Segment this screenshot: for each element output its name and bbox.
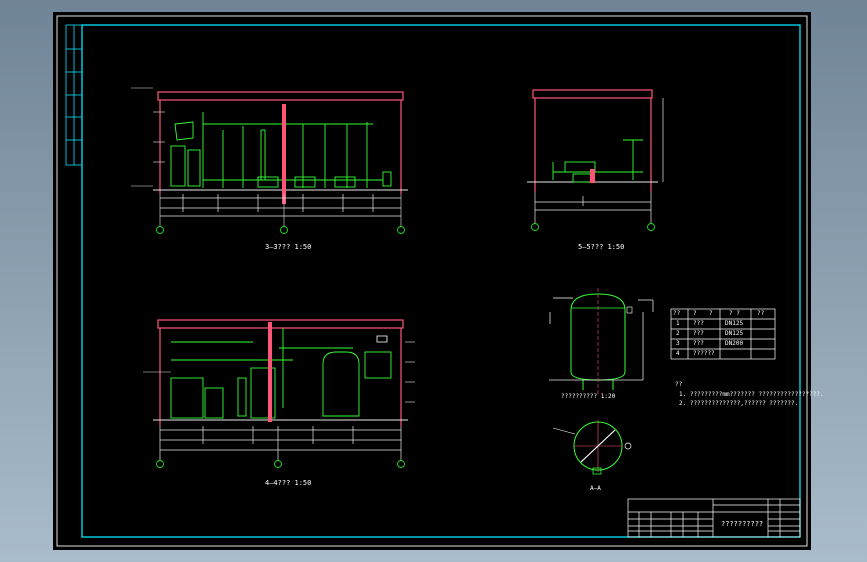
tank-section <box>552 420 632 475</box>
view-3-3 <box>131 87 408 234</box>
table-cell: ?????? <box>693 350 715 357</box>
tank-elevation <box>549 288 654 396</box>
table-cell: 4 <box>676 350 680 357</box>
view-4-4 <box>143 319 415 468</box>
cad-drawing <box>56 15 808 547</box>
frame-border <box>81 24 801 538</box>
outer-border <box>56 15 808 547</box>
table-cell: ??? <box>693 320 704 327</box>
notes-heading: ?? <box>675 381 683 388</box>
title-block <box>627 498 801 538</box>
tank-section-caption: A—A <box>590 485 601 492</box>
view-5-5 <box>527 89 664 231</box>
table-cell: DN125 <box>725 330 744 337</box>
tank-elevation-caption: ?????????? 1:20 <box>561 393 616 400</box>
view-3-3-caption: 3—3??? 1:50 <box>265 243 312 251</box>
table-cell: ??? <box>693 330 704 337</box>
table-header-5: ?? <box>757 310 765 317</box>
drawing-title: ?????????? <box>721 520 764 528</box>
view-5-5-caption: 5—5??? 1:50 <box>578 243 625 251</box>
table-cell: 1 <box>676 320 680 327</box>
table-header-1: ?? <box>673 310 681 317</box>
table-cell: 2 <box>676 330 680 337</box>
table-header-2: ? <box>693 310 697 317</box>
table-cell: 3 <box>676 340 680 347</box>
view-4-4-caption: 4—4??? 1:50 <box>265 479 312 487</box>
table-cell: DN200 <box>725 340 744 347</box>
notes-line-1: 1. ?????????mm??????? ?????????????????. <box>679 391 824 398</box>
table-cell: DN125 <box>725 320 744 327</box>
drawing-sheet: 3—3??? 1:50 5—5??? 1:50 4—4??? 1:50 ????… <box>53 12 824 550</box>
equipment-table-grid <box>670 308 776 360</box>
table-cell: ??? <box>693 340 704 347</box>
table-header-4: ? ? <box>729 310 740 317</box>
notes-line-2: 2. ??????????????,?????? ???????. <box>679 400 799 407</box>
side-strip <box>65 24 83 166</box>
table-header-3: ? <box>709 310 713 317</box>
